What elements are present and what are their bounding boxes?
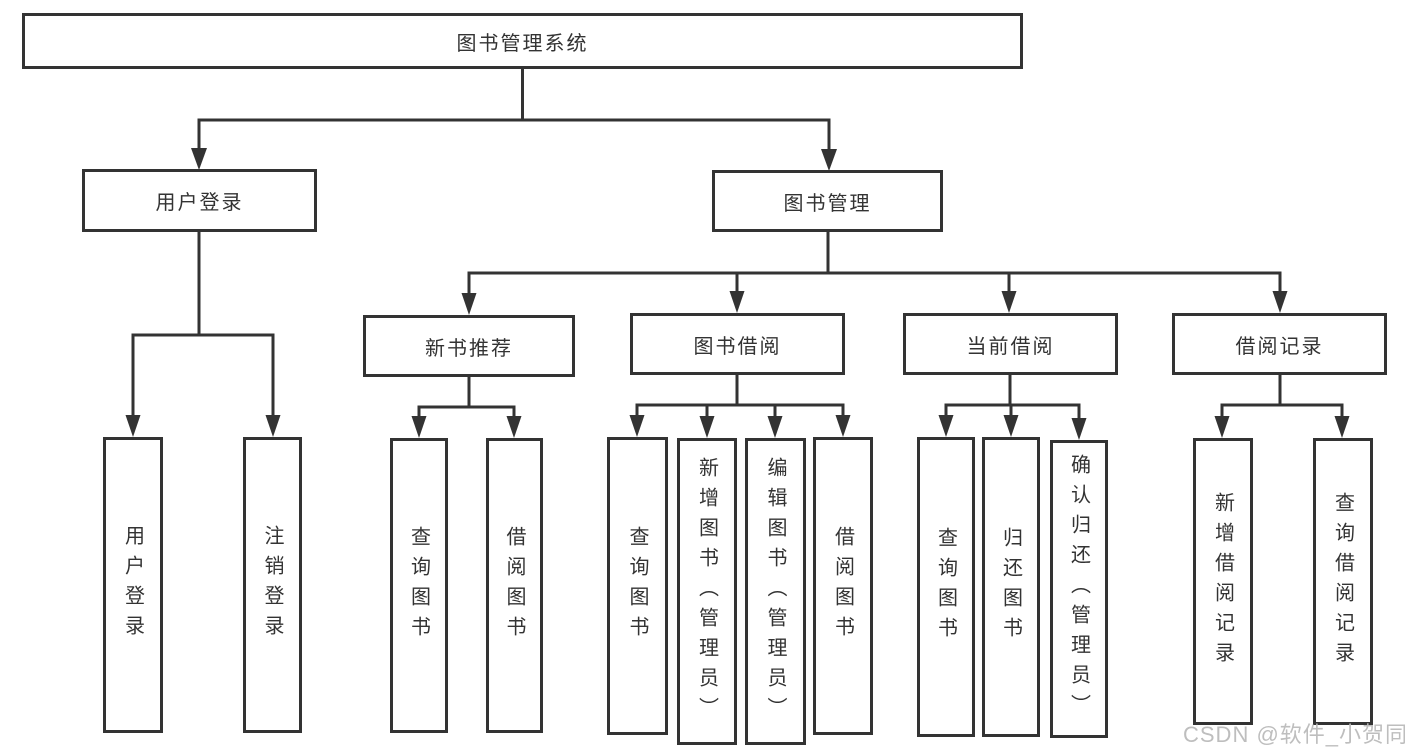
- node-borrow-records: 借阅记录: [1172, 313, 1387, 375]
- node-book-management: 图书管理: [712, 170, 943, 232]
- node-book-borrow: 图书借阅: [630, 313, 845, 375]
- connector-new-book-recommend-children: [411, 377, 522, 438]
- leaf-query-books-current: 查询图书: [917, 437, 975, 737]
- leaf-query-borrow-record: 查询借阅记录: [1313, 438, 1373, 725]
- connector-current-borrow-children: [938, 375, 1087, 440]
- connector-root-to-level2: [191, 69, 837, 171]
- leaf-return-books: 归还图书: [982, 437, 1040, 737]
- leaf-logout: 注销登录: [243, 437, 302, 733]
- leaf-add-books-admin: 新增图书（管理员）: [677, 438, 737, 745]
- csdn-watermark: CSDN @软件_小贺同学: [1183, 722, 1405, 747]
- leaf-user-login: 用户登录: [103, 437, 163, 733]
- leaf-borrow-books: 借阅图书: [813, 437, 873, 735]
- connector-user-login-children: [125, 232, 281, 437]
- connector-book-management-to-level3: [461, 232, 1288, 315]
- connector-book-borrow-children: [629, 375, 851, 438]
- leaf-add-borrow-record: 新增借阅记录: [1193, 438, 1253, 725]
- leaf-query-books-borrow: 查询图书: [607, 437, 668, 735]
- leaf-edit-books-admin: 编辑图书（管理员）: [745, 438, 806, 745]
- node-root-library-management-system: 图书管理系统: [22, 13, 1023, 69]
- leaf-borrow-books-recommend: 借阅图书: [486, 438, 543, 733]
- node-current-borrow: 当前借阅: [903, 313, 1118, 375]
- leaf-confirm-return-admin: 确认归还（管理员）: [1050, 440, 1108, 738]
- node-user-login: 用户登录: [82, 169, 317, 232]
- connector-borrow-record-children: [1214, 375, 1350, 438]
- node-new-book-recommend: 新书推荐: [363, 315, 575, 377]
- leaf-query-books-recommend: 查询图书: [390, 438, 448, 733]
